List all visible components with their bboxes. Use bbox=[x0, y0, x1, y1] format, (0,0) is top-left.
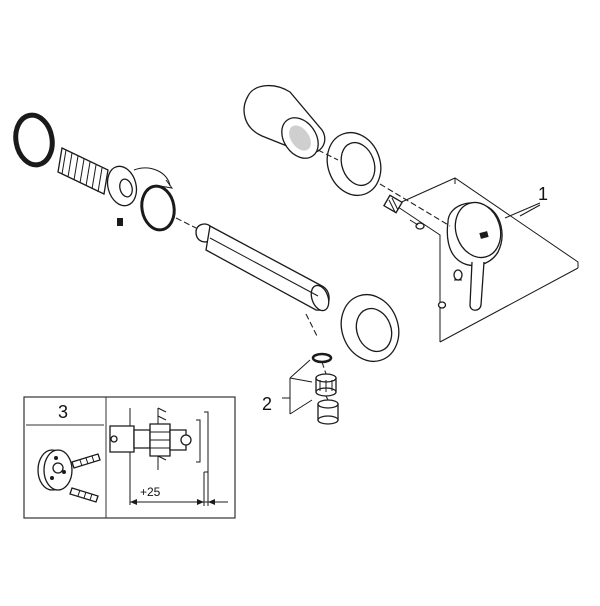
lever-handle-icon bbox=[446, 201, 503, 311]
aerator-icon bbox=[311, 352, 339, 425]
grub-screw-icon bbox=[437, 269, 463, 309]
axis-line-middle bbox=[175, 217, 197, 229]
axis-line-spout bbox=[305, 313, 319, 339]
rosette-icon bbox=[326, 131, 382, 197]
callout-1-label: 1 bbox=[538, 184, 548, 204]
threaded-nipple-icon bbox=[57, 147, 174, 226]
callout-1-leader bbox=[504, 202, 541, 219]
o-ring-icon bbox=[13, 112, 55, 168]
rosette-icon-lower bbox=[340, 293, 400, 363]
axis-line-upper bbox=[317, 149, 451, 227]
sleeve-icon bbox=[243, 85, 326, 159]
callout-2-leader bbox=[282, 359, 313, 415]
spout-icon bbox=[195, 223, 330, 312]
threaded-connector-icon bbox=[383, 194, 425, 230]
o-ring-icon-2 bbox=[140, 184, 176, 232]
dimension-line bbox=[130, 499, 228, 505]
wall-valve-section bbox=[109, 407, 209, 506]
callout-3-label: 3 bbox=[58, 402, 68, 422]
flange-with-screws-icon bbox=[37, 449, 101, 503]
callout-2-label: 2 bbox=[262, 394, 272, 414]
dimension-label: +25 bbox=[140, 485, 161, 499]
axis-line-aerator bbox=[321, 361, 329, 401]
